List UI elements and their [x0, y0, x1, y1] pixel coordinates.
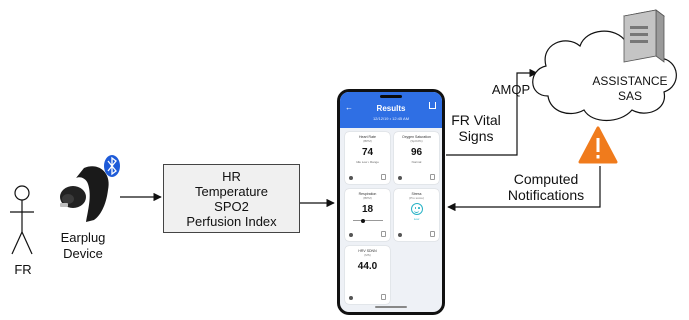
fr-vital-signs-label: FR Vital Signs	[448, 112, 504, 144]
card-unit: (Pro score)	[409, 196, 424, 200]
card-unit: (BPM)	[363, 139, 372, 143]
card-note: Idle Low • Range	[356, 160, 379, 164]
arrow-phone-to-cloud	[446, 68, 538, 156]
card-lock-icon	[430, 231, 435, 237]
phone-notch	[380, 95, 402, 98]
smiley-icon	[410, 203, 423, 215]
earplug-label-line1: Earplug	[60, 230, 106, 245]
earplug-label-line2: Device	[63, 246, 103, 261]
phone-mockup: ← Results 12/12/19 • 12:45 AM Heart Rate…	[337, 89, 445, 315]
card-dot-icon	[349, 233, 353, 237]
cloud-label: ASSISTANCE SAS	[580, 74, 680, 104]
card-title: Stress	[411, 192, 422, 196]
computed-line2: Notifications	[507, 187, 585, 203]
share-icon[interactable]	[429, 102, 436, 109]
card-value: 74	[361, 147, 374, 158]
vitals-line-hr: HR	[222, 168, 241, 184]
card-lock-icon	[381, 174, 386, 180]
slider-knob	[360, 218, 365, 223]
card-respiration[interactable]: Respiration (BPM) 18	[345, 189, 390, 241]
card-value: 96	[410, 147, 423, 158]
card-title: Oxygen Saturation	[402, 135, 431, 139]
server-icon	[623, 9, 665, 63]
card-lock-icon	[381, 294, 386, 300]
card-dot-icon	[349, 176, 353, 180]
card-title: HRV SDNN	[358, 249, 377, 253]
cloud-label-line1: ASSISTANCE	[592, 74, 668, 88]
back-arrow-icon[interactable]: ←	[345, 103, 353, 112]
phone-subtitle: 12/12/19 • 12:45 AM	[372, 116, 410, 121]
card-value: 44.0	[357, 261, 378, 272]
computed-line1: Computed	[513, 171, 579, 187]
smiley-mouth	[414, 209, 419, 213]
card-note: Normal	[411, 160, 422, 164]
card-lock-icon	[430, 174, 435, 180]
fr-vital-line2: Signs	[458, 128, 494, 144]
fr-label: FR	[14, 262, 32, 277]
vitals-line-temperature: Temperature	[195, 183, 268, 199]
card-unit: (SpO2%)	[410, 139, 423, 143]
card-dot-icon	[349, 296, 353, 300]
vitals-line-spo2: SPO2	[214, 198, 249, 214]
vitals-line-perfusion: Perfusion Index	[186, 213, 277, 229]
respiration-slider	[352, 218, 383, 223]
card-title: Heart Rate	[359, 135, 376, 139]
card-hrv[interactable]: HRV SDNN (MS) 44.0	[345, 246, 390, 304]
fr-vital-line1: FR Vital	[451, 112, 501, 128]
card-value: 18	[361, 204, 374, 215]
person-icon	[10, 185, 34, 255]
phone-header: ← Results 12/12/19 • 12:45 AM	[340, 92, 442, 128]
card-unit: (MS)	[364, 253, 371, 257]
card-unit: (BPM)	[363, 196, 372, 200]
card-heart-rate[interactable]: Heart Rate (BPM) 74 Idle Low • Range	[345, 132, 390, 184]
card-dot-icon	[398, 176, 402, 180]
card-oxygen[interactable]: Oxygen Saturation (SpO2%) 96 Normal	[394, 132, 439, 184]
vitals-box: HR Temperature SPO2 Perfusion Index	[163, 164, 300, 233]
smiley-eye-right	[418, 207, 420, 209]
card-lock-icon	[381, 231, 386, 237]
cloud-label-line2: SAS	[617, 89, 642, 103]
amqp-label: AMQP	[491, 82, 531, 97]
bluetooth-icon	[104, 155, 120, 177]
smiley-eye-left	[414, 207, 416, 209]
card-stress[interactable]: Stress (Pro score) Low	[394, 189, 439, 241]
home-indicator	[375, 306, 407, 308]
warning-icon	[578, 126, 618, 164]
arrow-cloud-to-phone	[447, 166, 601, 212]
phone-screen: ← Results 12/12/19 • 12:45 AM Heart Rate…	[340, 92, 442, 312]
earplug-label: Earplug Device	[50, 230, 116, 262]
card-title: Respiration	[358, 192, 377, 196]
card-note: Low	[413, 217, 420, 221]
phone-title: Results	[376, 104, 406, 113]
computed-notifications-label: Computed Notifications	[500, 171, 592, 203]
card-dot-icon	[398, 233, 402, 237]
